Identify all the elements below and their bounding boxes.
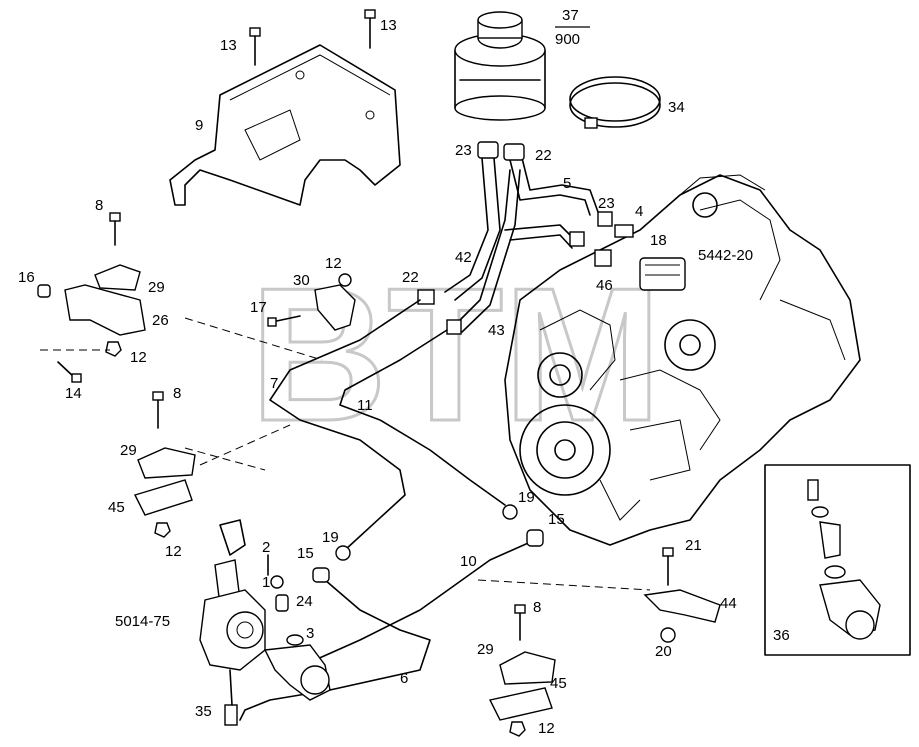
callout-43: 43 [488, 322, 505, 339]
callout-36: 36 [773, 627, 790, 644]
callout-7: 7 [270, 375, 278, 392]
callout-34: 34 [668, 99, 685, 116]
tube-11 [339, 329, 506, 506]
callout-19a: 19 [518, 489, 535, 506]
callout-24: 24 [296, 593, 313, 610]
callout-3: 3 [306, 625, 314, 642]
fitting-22b [417, 289, 435, 305]
callout-8c: 8 [533, 599, 541, 616]
callout-21: 21 [685, 537, 702, 554]
callout-labels: 13 13 9 37 900 34 23 22 5 23 4 18 5442-2… [18, 7, 790, 737]
hose-42 [444, 157, 501, 301]
elbow-15a [526, 529, 544, 547]
callout-23a: 23 [455, 142, 472, 159]
callout-5442-20: 5442-20 [698, 247, 753, 264]
oil-reservoir [454, 11, 546, 121]
steering-pump [199, 519, 331, 726]
callout-17: 17 [250, 299, 267, 316]
cover-bracket-9 [169, 44, 401, 206]
tube-7 [269, 299, 421, 551]
callout-29c: 29 [477, 641, 494, 658]
callout-15a: 15 [548, 511, 565, 528]
nut-19a [502, 504, 518, 520]
callout-11: 11 [357, 397, 373, 414]
callout-35: 35 [195, 703, 212, 720]
callout-10: 10 [460, 553, 477, 570]
callout-9: 9 [195, 117, 203, 134]
fitting-22a [503, 143, 525, 161]
callout-18: 18 [650, 232, 667, 249]
callout-4: 4 [635, 203, 643, 220]
clamp-34 [569, 76, 661, 129]
callout-15b: 15 [297, 545, 314, 562]
callout-20: 20 [655, 643, 672, 660]
elbow-15b [312, 567, 330, 583]
callout-26: 26 [152, 312, 169, 329]
fitting-23a [477, 141, 499, 159]
fitting-43-end [569, 231, 585, 247]
inset-box-36 [764, 464, 911, 656]
callout-44: 44 [720, 595, 737, 612]
callout-5: 5 [563, 175, 571, 192]
callout-1: 1 [262, 574, 270, 591]
engine-block [504, 174, 861, 546]
fitting-46 [594, 249, 612, 267]
callout-900: 900 [555, 31, 580, 48]
callout-30: 30 [293, 272, 310, 289]
tube-10 [314, 539, 536, 661]
callout-12c: 12 [165, 543, 182, 560]
callout-23b: 23 [598, 195, 615, 212]
nut-19b [335, 545, 351, 561]
fitting-43-start [446, 319, 462, 335]
bracket-29c-group [488, 604, 556, 737]
callout-12a: 12 [130, 349, 147, 366]
callout-45b: 45 [550, 675, 567, 692]
callout-42: 42 [455, 249, 472, 266]
callout-14: 14 [65, 385, 82, 402]
callout-46: 46 [596, 277, 613, 294]
callout-2: 2 [262, 539, 270, 556]
callout-45a: 45 [108, 499, 125, 516]
callout-29a: 29 [148, 279, 165, 296]
bracket-29b-group [134, 391, 196, 538]
callout-22b: 22 [402, 269, 419, 286]
callout-6: 6 [400, 670, 408, 687]
bolt-13-right [364, 9, 376, 49]
callout-13b: 13 [380, 17, 397, 34]
callout-22a: 22 [535, 147, 552, 164]
callout-19b: 19 [322, 529, 339, 546]
callout-16: 16 [18, 269, 35, 286]
bracket-30-group [267, 273, 356, 331]
callout-5014-75: 5014-75 [115, 613, 170, 630]
callout-8a: 8 [95, 197, 103, 214]
callout-8b: 8 [173, 385, 181, 402]
hose-5 [509, 157, 599, 216]
leader-lines [40, 317, 651, 591]
callout-13a: 13 [220, 37, 237, 54]
bracket-26-group [37, 212, 146, 383]
callout-12b: 12 [325, 255, 342, 272]
fitting-23b [597, 211, 613, 227]
hose-43 [454, 169, 576, 333]
callout-12d: 12 [538, 720, 555, 737]
bracket-44-group [643, 547, 721, 643]
fitting-4 [614, 224, 634, 238]
tube-6 [239, 579, 431, 721]
callout-29b: 29 [120, 442, 137, 459]
bolt-13-left [249, 27, 261, 66]
callout-37: 37 [562, 7, 579, 24]
